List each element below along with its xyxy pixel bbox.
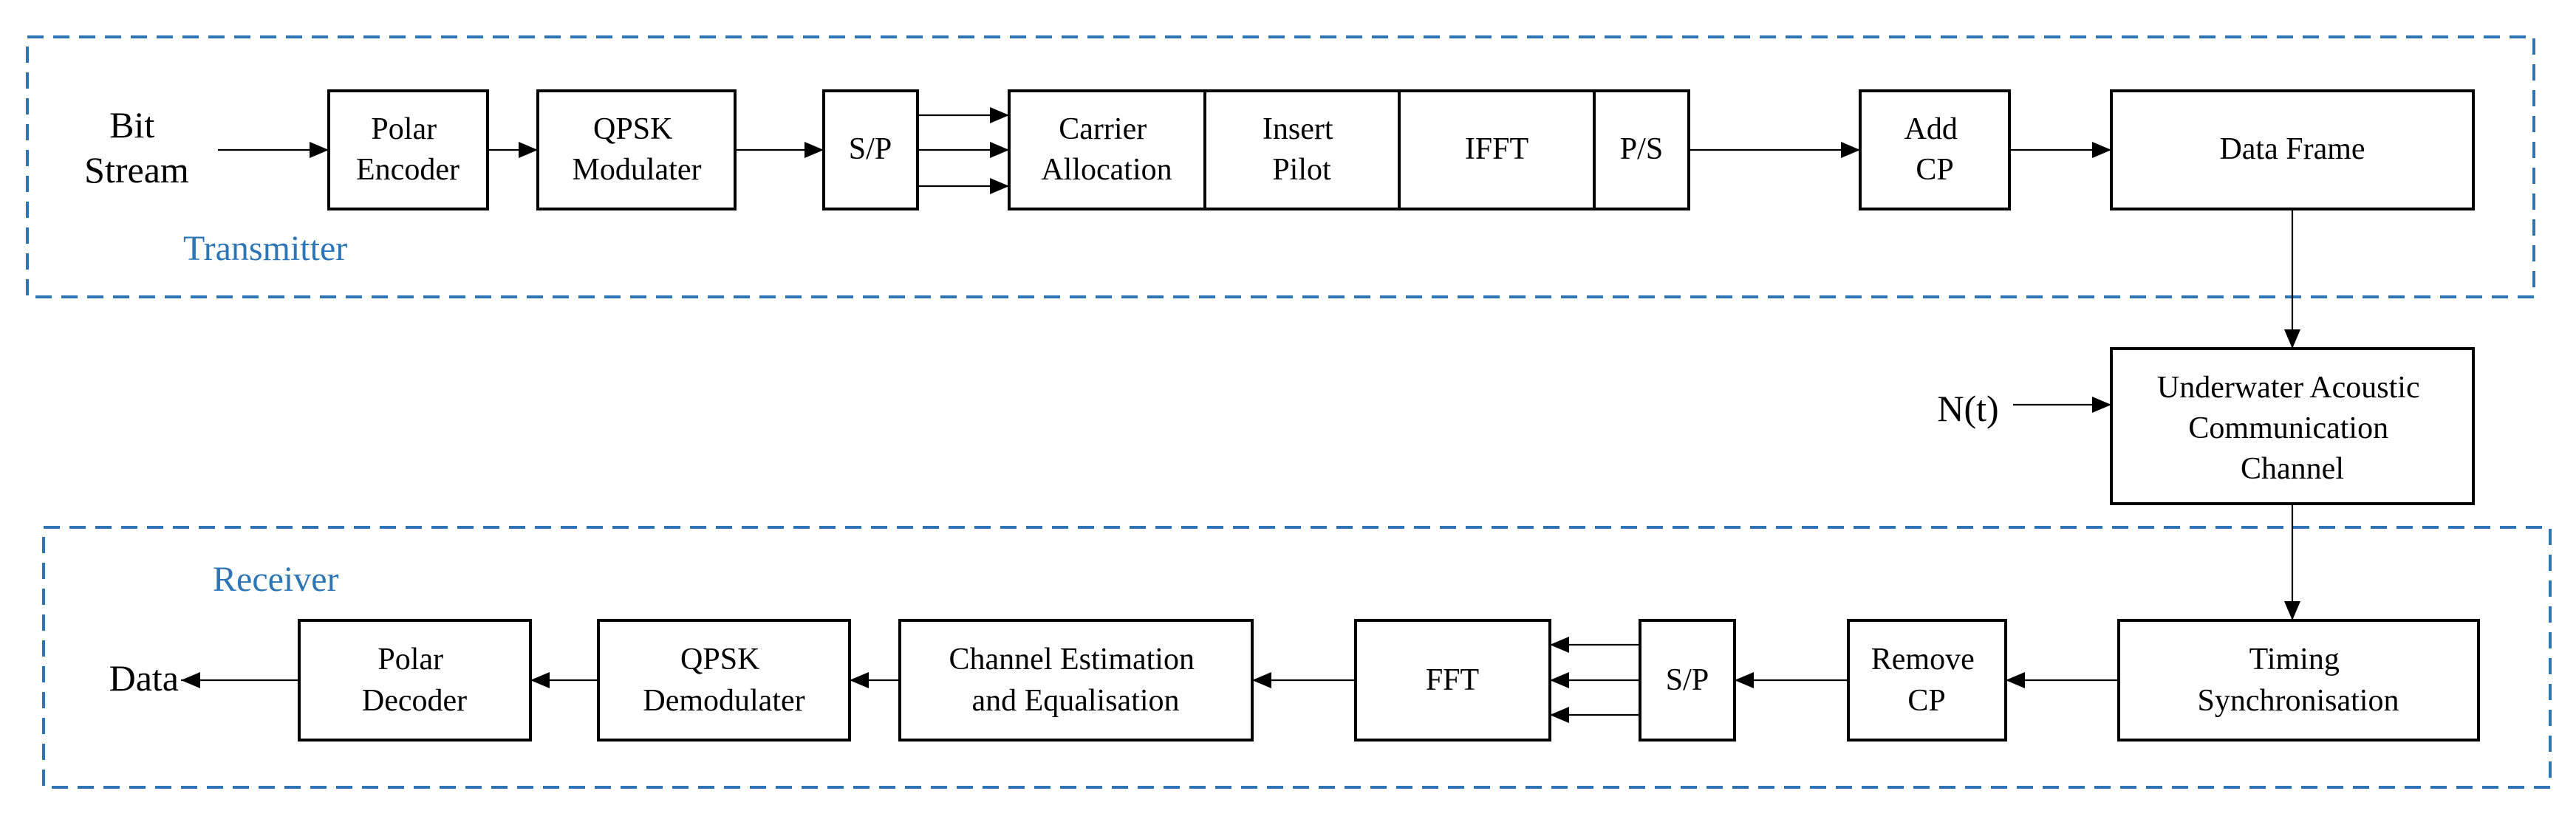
svg-text:S/P: S/P	[849, 132, 892, 166]
underwater-channel-block: Underwater Acoustic Communication Channe…	[2110, 347, 2475, 505]
svg-text:Remove CP: Remove CP	[1871, 643, 1982, 718]
svg-text:Data Frame: Data Frame	[2219, 132, 2365, 166]
svg-text:Polar Encoder: Polar Encoder	[356, 112, 459, 187]
svg-text:Add CP: Add CP	[1904, 112, 1966, 187]
add-cp-block: Add CP	[1859, 89, 2011, 210]
data-output-label: Data	[109, 657, 179, 699]
qpsk-demodulater-block: QPSK Demodulater	[597, 619, 851, 741]
receiver-label: Receiver	[213, 560, 339, 599]
qpsk-modulater-block: QPSK Modulater	[536, 89, 737, 210]
insert-pilot-block: Insert Pilot	[1203, 89, 1401, 210]
svg-text:P/S: P/S	[1620, 132, 1663, 166]
svg-text:QPSK Demodulater: QPSK Demodulater	[643, 643, 804, 718]
ps-block: P/S	[1593, 89, 1690, 210]
polar-encoder-block: Polar Encoder	[327, 89, 489, 210]
timing-sync-block: Timing Synchronisation	[2117, 619, 2480, 741]
svg-text:Insert Pilot: Insert Pilot	[1263, 112, 1341, 187]
ifft-block: IFFT	[1398, 89, 1596, 210]
remove-cp-block: Remove CP	[1847, 619, 2007, 741]
data-frame-block: Data Frame	[2110, 89, 2475, 210]
channel-estimation-block: Channel Estimation and Equalisation	[898, 619, 1254, 741]
svg-text:Channel Estimation and E: Channel Estimation and Equalisation	[949, 643, 1203, 718]
svg-text:QPSK Modulater: QPSK Modulater	[573, 112, 702, 187]
svg-text:FFT: FFT	[1426, 663, 1479, 697]
sp-tx-block: S/P	[822, 89, 919, 210]
svg-text:Carrier Allocation: Carrier Allocation	[1041, 112, 1172, 187]
sp-rx-block: S/P	[1639, 619, 1736, 741]
svg-text:S/P: S/P	[1666, 663, 1709, 697]
noise-label: N(t)	[1937, 388, 1998, 429]
svg-text:Polar Decoder: Polar Decoder	[362, 643, 467, 718]
fft-block: FFT	[1354, 619, 1551, 741]
receiver-region	[42, 526, 2552, 789]
svg-text:Underwater Acoustic Comm: Underwater Acoustic Communication Channe…	[2157, 371, 2428, 486]
bit-stream-label: Bit Stream	[84, 104, 189, 191]
polar-decoder-block: Polar Decoder	[298, 619, 532, 741]
svg-text:Timing Synchronisation: Timing Synchronisation	[2198, 643, 2399, 718]
transmitter-label: Transmitter	[183, 229, 347, 268]
svg-text:IFFT: IFFT	[1465, 132, 1528, 166]
transmitter-region	[26, 35, 2535, 298]
carrier-allocation-block: Carrier Allocation	[1008, 89, 1206, 210]
